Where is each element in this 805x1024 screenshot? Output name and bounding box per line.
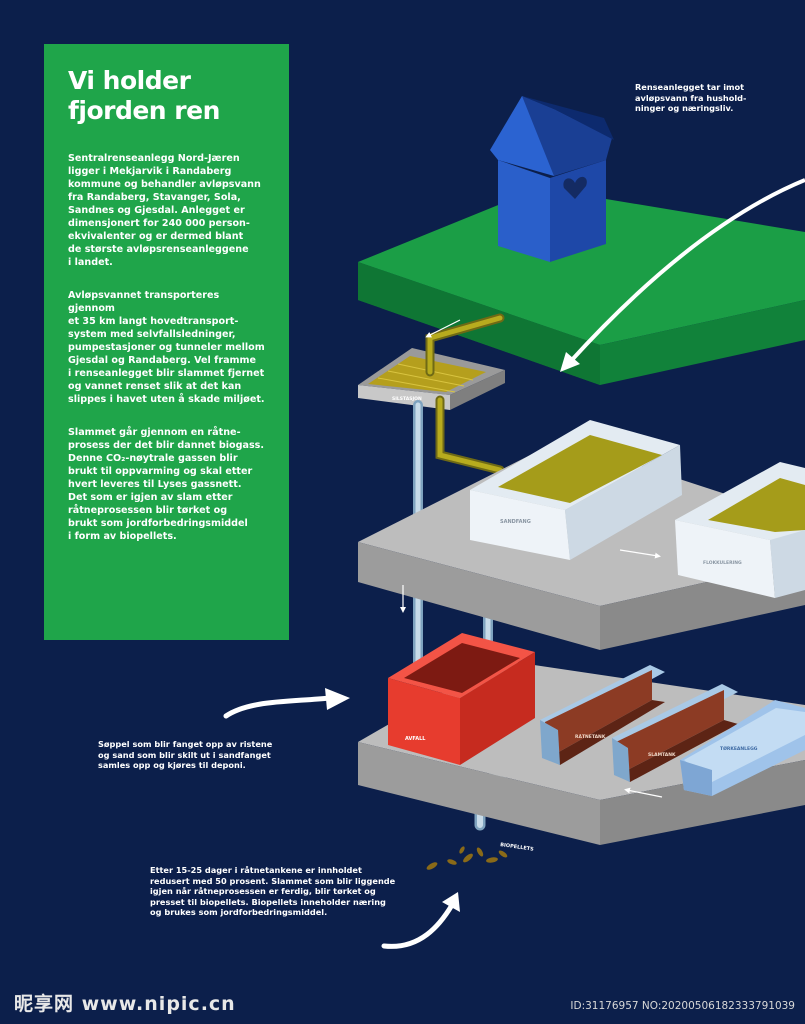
curved-arrow-top xyxy=(560,178,805,372)
paragraph-transport: Avløpsvannet transporteres gjennom et 35… xyxy=(68,290,265,405)
caption-middle-left: Søppel som blir fanget opp av ristene og… xyxy=(98,739,273,770)
waste-container: AVFALL xyxy=(388,633,535,765)
label-waste: AVFALL xyxy=(405,736,426,742)
paragraph-sludge: Slammet går gjennom en råtne- prosess de… xyxy=(68,427,265,542)
settling-tank: FLOKKULERING xyxy=(675,462,805,598)
caption-top-right: Renseanlegget tar imot avløpsvann fra hu… xyxy=(635,82,747,113)
label-dryer: TØRKEANLEGG xyxy=(720,745,758,752)
label-biopellets: BIOPELLETS xyxy=(500,842,535,853)
label-digester1: RÅTNETANK xyxy=(575,733,606,740)
page-title: Vi holder fjorden ren xyxy=(68,66,220,125)
biopellets xyxy=(426,846,508,870)
curved-arrow-left xyxy=(223,688,350,719)
label-sand-trap: SANDFANG xyxy=(500,519,531,525)
digester-tank-1: RÅTNETANK xyxy=(540,665,665,765)
flow-arrows xyxy=(400,319,663,798)
watermark-logo: 昵享网 www.nipic.cn xyxy=(14,993,236,1015)
sand-trap-tank: SANDFANG xyxy=(470,420,682,560)
house-icon xyxy=(490,96,614,262)
label-settling: FLOKKULERING xyxy=(703,560,742,566)
dryer-unit: TØRKEANLEGG xyxy=(680,700,805,796)
label-screen: SILSTASJON xyxy=(392,396,422,402)
label-digester2: SLAMTANK xyxy=(648,752,676,758)
paragraph-intro: Sentralrenseanlegg Nord-Jæren ligger i M… xyxy=(68,153,261,268)
curved-arrow-bottom xyxy=(381,892,460,949)
image-id: ID:31176957 NO:20200506182333791039 xyxy=(570,1000,795,1012)
info-panel: Vi holder fjorden ren Sentralrenseanlegg… xyxy=(44,44,289,640)
digester-tank-2: SLAMTANK xyxy=(612,684,738,782)
footer: 昵享网 www.nipic.cn ID:31176957 NO:20200506… xyxy=(0,990,805,1024)
caption-bottom: Etter 15-25 dager i råtnetankene er innh… xyxy=(150,865,396,917)
